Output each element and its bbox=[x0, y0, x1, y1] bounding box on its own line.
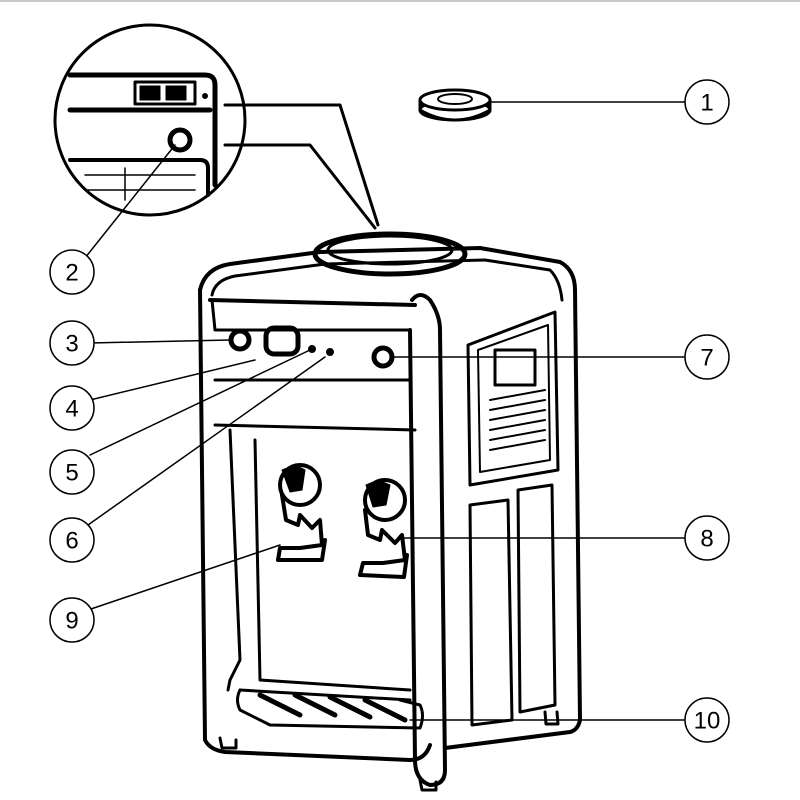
callout-4: 4 bbox=[49, 385, 95, 431]
callouts: 1 2 3 4 5 6 7 8 9 10 bbox=[49, 79, 730, 743]
svg-text:10: 10 bbox=[694, 708, 721, 735]
svg-text:8: 8 bbox=[700, 526, 713, 553]
callout-8: 8 bbox=[684, 515, 730, 561]
svg-text:2: 2 bbox=[65, 260, 78, 287]
svg-text:6: 6 bbox=[65, 528, 78, 555]
svg-text:7: 7 bbox=[700, 345, 713, 372]
callout-5: 5 bbox=[49, 449, 95, 495]
callout-10: 10 bbox=[684, 697, 730, 743]
svg-text:9: 9 bbox=[65, 608, 78, 635]
top-border bbox=[0, 0, 800, 2]
callout-9: 9 bbox=[49, 597, 95, 643]
callout-1: 1 bbox=[684, 79, 730, 125]
cap-part bbox=[418, 88, 492, 122]
hot-tap-shape bbox=[358, 478, 409, 579]
svg-text:4: 4 bbox=[65, 396, 78, 423]
callout-3: 3 bbox=[49, 320, 95, 366]
svg-text:1: 1 bbox=[700, 90, 713, 117]
callout-6: 6 bbox=[49, 517, 95, 563]
dispenser-body bbox=[198, 231, 582, 792]
callout-2: 2 bbox=[49, 249, 95, 295]
detail-magnifier bbox=[53, 23, 380, 230]
svg-text:3: 3 bbox=[65, 331, 78, 358]
callout-7: 7 bbox=[684, 334, 730, 380]
leader-lines bbox=[84, 101, 686, 721]
cold-tap-shape bbox=[276, 463, 327, 562]
svg-text:5: 5 bbox=[65, 460, 78, 487]
